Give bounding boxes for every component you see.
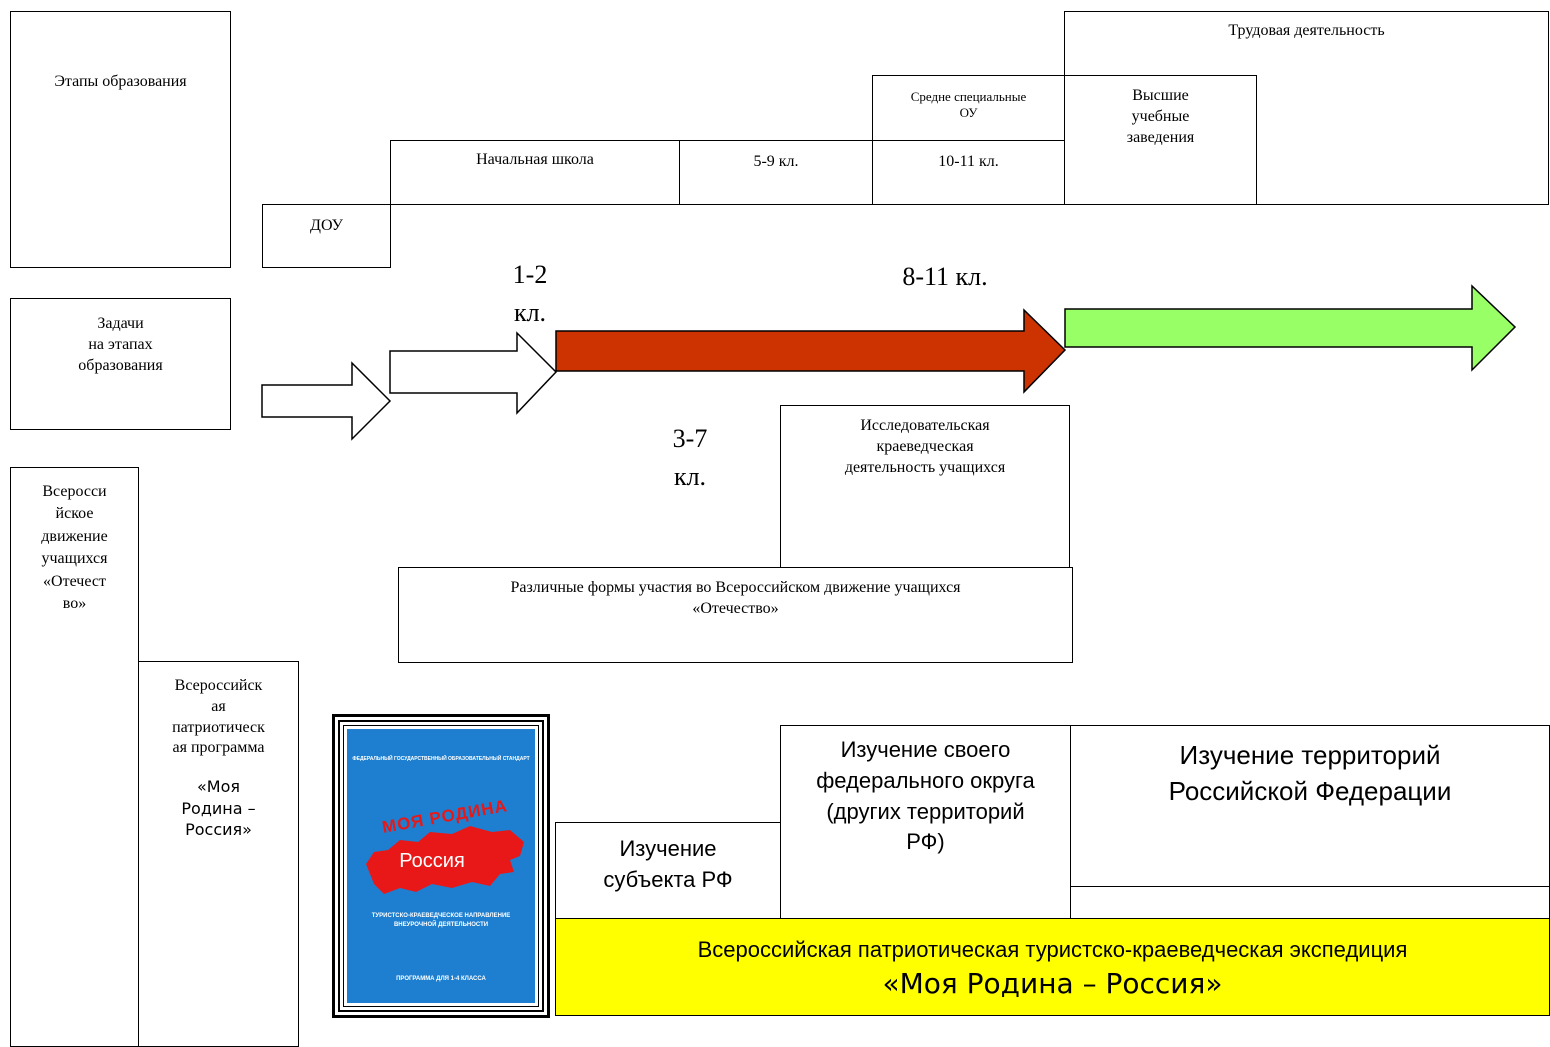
forms-label: Различные формы участия во Всероссийском… — [510, 579, 961, 617]
movement-label: Всеросси йское движение учащихся «Отечес… — [41, 483, 108, 612]
arrow-red — [555, 308, 1067, 394]
territories-lower-box — [1070, 886, 1550, 922]
subject-label: Изучение субъекта РФ — [603, 836, 733, 892]
expedition-banner — [555, 918, 1550, 1016]
stage-5-9-label: 5-9 кл. — [753, 153, 799, 170]
stage-work-label: Трудовая деятельность — [1228, 22, 1385, 39]
program-label-box — [138, 661, 299, 1047]
expedition-name: «Моя Родина – Россия» — [882, 967, 1223, 1000]
stage-dou-label: ДОУ — [310, 217, 343, 234]
stage-higher — [1064, 75, 1257, 205]
stage-5-9 — [679, 140, 873, 205]
grade-label-8-11: 8-11 кл. — [902, 262, 988, 291]
russia-map-icon — [366, 826, 524, 894]
book-cover-bottom-line: ПРОГРАММА ДЛЯ 1-4 КЛАССА — [396, 976, 486, 982]
forms-box — [398, 567, 1073, 663]
arrow-white-2 — [389, 331, 558, 415]
expedition-title: Всероссийская патриотическая туристско-к… — [697, 937, 1408, 962]
federal-district-box — [780, 725, 1071, 922]
territories-box — [1070, 725, 1550, 887]
arrow-green — [1064, 284, 1517, 372]
stage-10-11-label: 10-11 кл. — [938, 153, 999, 170]
book-cover-subtitle: ТУРИСТСКО-КРАЕВЕДЧЕСКОЕ НАПРАВЛЕНИЕ ВНЕУ… — [371, 913, 511, 928]
stages-label: Этапы образования — [54, 73, 187, 90]
research-label: Исследовательская краеведческая деятельн… — [844, 417, 1006, 476]
book-cover-top-line: ФЕДЕРАЛЬНЫЙ ГОСУДАРСТВЕННЫЙ ОБРАЗОВАТЕЛЬ… — [352, 756, 530, 762]
tasks-label-box — [10, 298, 231, 430]
stages-label-box — [10, 11, 231, 268]
grade-label-3-7: 3-7 кл. — [672, 424, 708, 491]
stage-primary-label: Начальная школа — [476, 151, 594, 168]
stage-higher-label: Высшие учебные заведения — [1126, 87, 1195, 146]
program-name: «Моя Родина – Россия» — [181, 777, 256, 840]
research-box — [780, 405, 1070, 569]
federal-district-label: Изучение своего федерального округа (дру… — [816, 737, 1035, 855]
book-cover-map-word: Россия — [399, 850, 465, 872]
movement-label-box — [10, 467, 139, 1047]
arrow-white-1 — [261, 361, 392, 441]
stage-10-11 — [872, 140, 1065, 205]
stage-secondary-special-label: Средне специальные ОУ — [910, 89, 1027, 120]
book-cover: ФЕДЕРАЛЬНЫЙ ГОСУДАРСТВЕННЫЙ ОБРАЗОВАТЕЛЬ… — [332, 714, 550, 1018]
grade-label-1-2: 1-2 кл. — [512, 260, 548, 327]
stage-dou — [262, 204, 391, 268]
stage-primary — [390, 140, 680, 205]
tasks-label: Задачи на этапах образования — [78, 315, 163, 374]
territories-label: Изучение территорий Российской Федерации — [1168, 740, 1452, 807]
program-label: Всероссийск ая патриотическ ая программа — [172, 677, 265, 757]
